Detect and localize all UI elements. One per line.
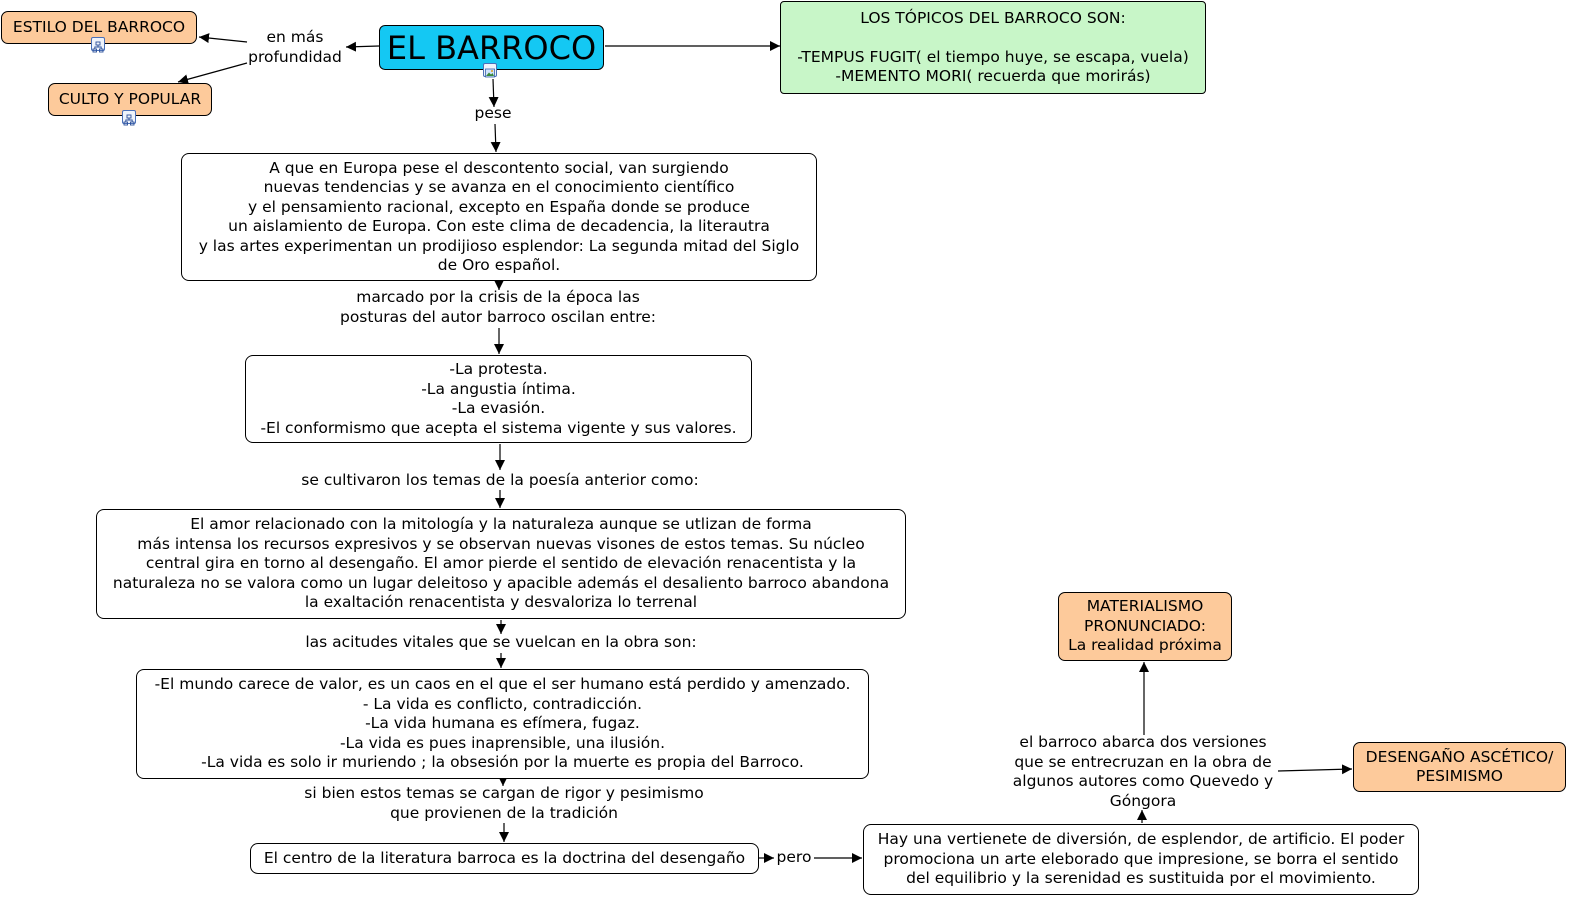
connector — [488, 78, 499, 108]
vertiente-node[interactable]: Hay una vertienete de diversión, de espl… — [863, 824, 1419, 895]
temas-node[interactable]: El amor relacionado con la mitología y l… — [96, 509, 906, 619]
estilo-label: ESTILO DEL BARROCO — [12, 17, 186, 36]
connector — [198, 33, 248, 44]
desengano-label: El centro de la literatura barroca es la… — [263, 848, 746, 867]
contexto-label: A que en Europa pese el descontento soci… — [198, 158, 800, 275]
vertiente-label: Hay una vertienete de diversión, de espl… — [877, 830, 1405, 888]
posturas-node[interactable]: -La protesta. -La angustia íntima. -La e… — [245, 355, 752, 443]
topicos-node[interactable]: LOS TÓPICOS DEL BARROCO SON: -TEMPUS FUG… — [780, 1, 1206, 94]
actitudes-label: -El mundo carece de valor, es un caos en… — [154, 675, 851, 772]
desengano-node[interactable]: El centro de la literatura barroca es la… — [250, 843, 759, 874]
actitudes-node[interactable]: -El mundo carece de valor, es un caos en… — [136, 669, 869, 779]
materialismo-label: MATERIALISMO PRONUNCIADO: La realidad pr… — [1068, 597, 1222, 655]
link-label-si-bien: si bien estos temas se cargan de rigor y… — [304, 784, 704, 822]
culto-label: CULTO Y POPULAR — [58, 89, 202, 108]
ascetico-node[interactable]: DESENGAÑO ASCÉTICO/ PESIMISMO — [1353, 742, 1566, 792]
contexto-node[interactable]: A que en Europa pese el descontento soci… — [181, 153, 817, 281]
link-label-versiones: el barroco abarca dos versiones que se e… — [1012, 733, 1274, 810]
link-label-acitudes: las acitudes vitales que se vuelcan en l… — [305, 633, 697, 651]
image-icon[interactable] — [483, 63, 497, 78]
connector — [345, 41, 380, 52]
main-topic-label: EL BARROCO — [386, 28, 597, 67]
connector — [1277, 764, 1353, 775]
link-label-pese: pese — [474, 104, 512, 122]
concept-map-icon[interactable] — [122, 110, 136, 126]
connector — [177, 62, 248, 85]
ascetico-label: DESENGAÑO ASCÉTICO/ PESIMISMO — [1365, 747, 1554, 786]
materialismo-node[interactable]: MATERIALISMO PRONUNCIADO: La realidad pr… — [1058, 592, 1232, 661]
temas-label: El amor relacionado con la mitología y l… — [112, 515, 890, 612]
link-label-cultivaron: se cultivaron los temas de la poesía ant… — [301, 471, 699, 489]
link-label-pero: pero — [776, 848, 812, 866]
concept-map-icon[interactable] — [91, 37, 105, 53]
connector — [490, 123, 501, 153]
link-label-profundidad: en más profundidad — [248, 28, 342, 66]
link-label-marcado: marcado por la crisis de la época las po… — [339, 288, 657, 326]
topicos-label: LOS TÓPICOS DEL BARROCO SON: -TEMPUS FUG… — [797, 8, 1189, 86]
posturas-label: -La protesta. -La angustia íntima. -La e… — [260, 360, 737, 437]
